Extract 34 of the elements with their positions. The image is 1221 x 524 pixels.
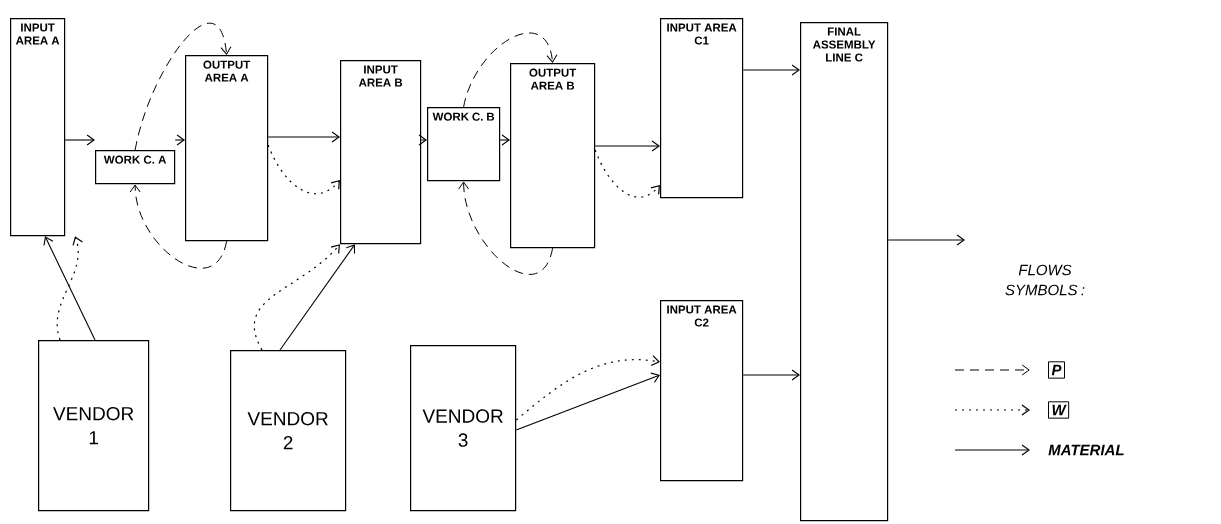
arrow [742, 369, 800, 381]
vendor-box: VENDOR 2 [230, 350, 347, 512]
arrow [515, 355, 660, 421]
arrow [742, 64, 800, 76]
area-box: INPUT AREA C1 [660, 18, 744, 199]
area-box: OUTPUT AREA A [185, 55, 269, 242]
work-center-box: WORK C. B [427, 107, 501, 182]
arrow [134, 22, 232, 151]
arrow [463, 32, 558, 108]
arrow [887, 234, 965, 246]
arrow [515, 372, 660, 431]
arrow [594, 149, 660, 198]
arrow [594, 140, 660, 152]
arrow [458, 181, 554, 275]
arrow [253, 244, 340, 351]
legend-title: FLOWS SYMBOLS : [1005, 264, 1085, 296]
vendor-box: VENDOR 1 [38, 340, 150, 512]
area-box: INPUT AREA C2 [660, 300, 744, 482]
area-box: FINAL ASSEMBLY LINE C [800, 22, 889, 522]
area-box: OUTPUT AREA B [510, 63, 596, 249]
work-center-box: WORK C. A [95, 150, 176, 185]
arrow [279, 244, 356, 351]
arrow [267, 144, 340, 195]
arrow [56, 236, 84, 341]
arrow [129, 184, 228, 269]
legend-text: MATERIAL [1048, 444, 1124, 456]
vendor-box: VENDOR 3 [410, 345, 517, 512]
legend-text: W [1048, 401, 1070, 419]
area-box: INPUT AREA B [340, 60, 422, 245]
area-box: INPUT AREA A [10, 18, 66, 237]
legend-text: P [1048, 361, 1065, 379]
arrow [43, 236, 96, 341]
arrow [64, 134, 95, 146]
arrow [267, 131, 340, 143]
